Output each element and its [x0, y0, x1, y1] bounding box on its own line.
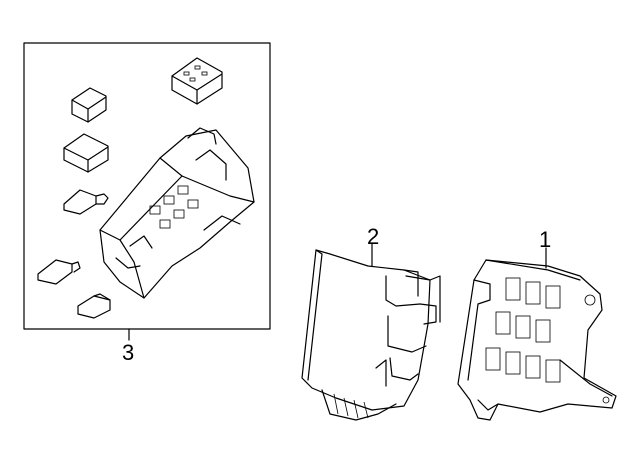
callout-1: 1	[539, 227, 552, 252]
kit-frame	[23, 42, 271, 341]
relay-cube	[171, 57, 223, 105]
mini-relay	[71, 87, 107, 123]
fuse-3	[77, 293, 111, 319]
fuse-block-housing	[99, 127, 255, 299]
fuse-1	[63, 189, 109, 215]
fuse-box	[457, 247, 617, 421]
fuse-2	[37, 259, 81, 285]
control-module	[301, 243, 441, 421]
micro-relay	[63, 133, 109, 173]
callout-3: 3	[122, 340, 135, 365]
callout-2: 2	[367, 224, 380, 249]
